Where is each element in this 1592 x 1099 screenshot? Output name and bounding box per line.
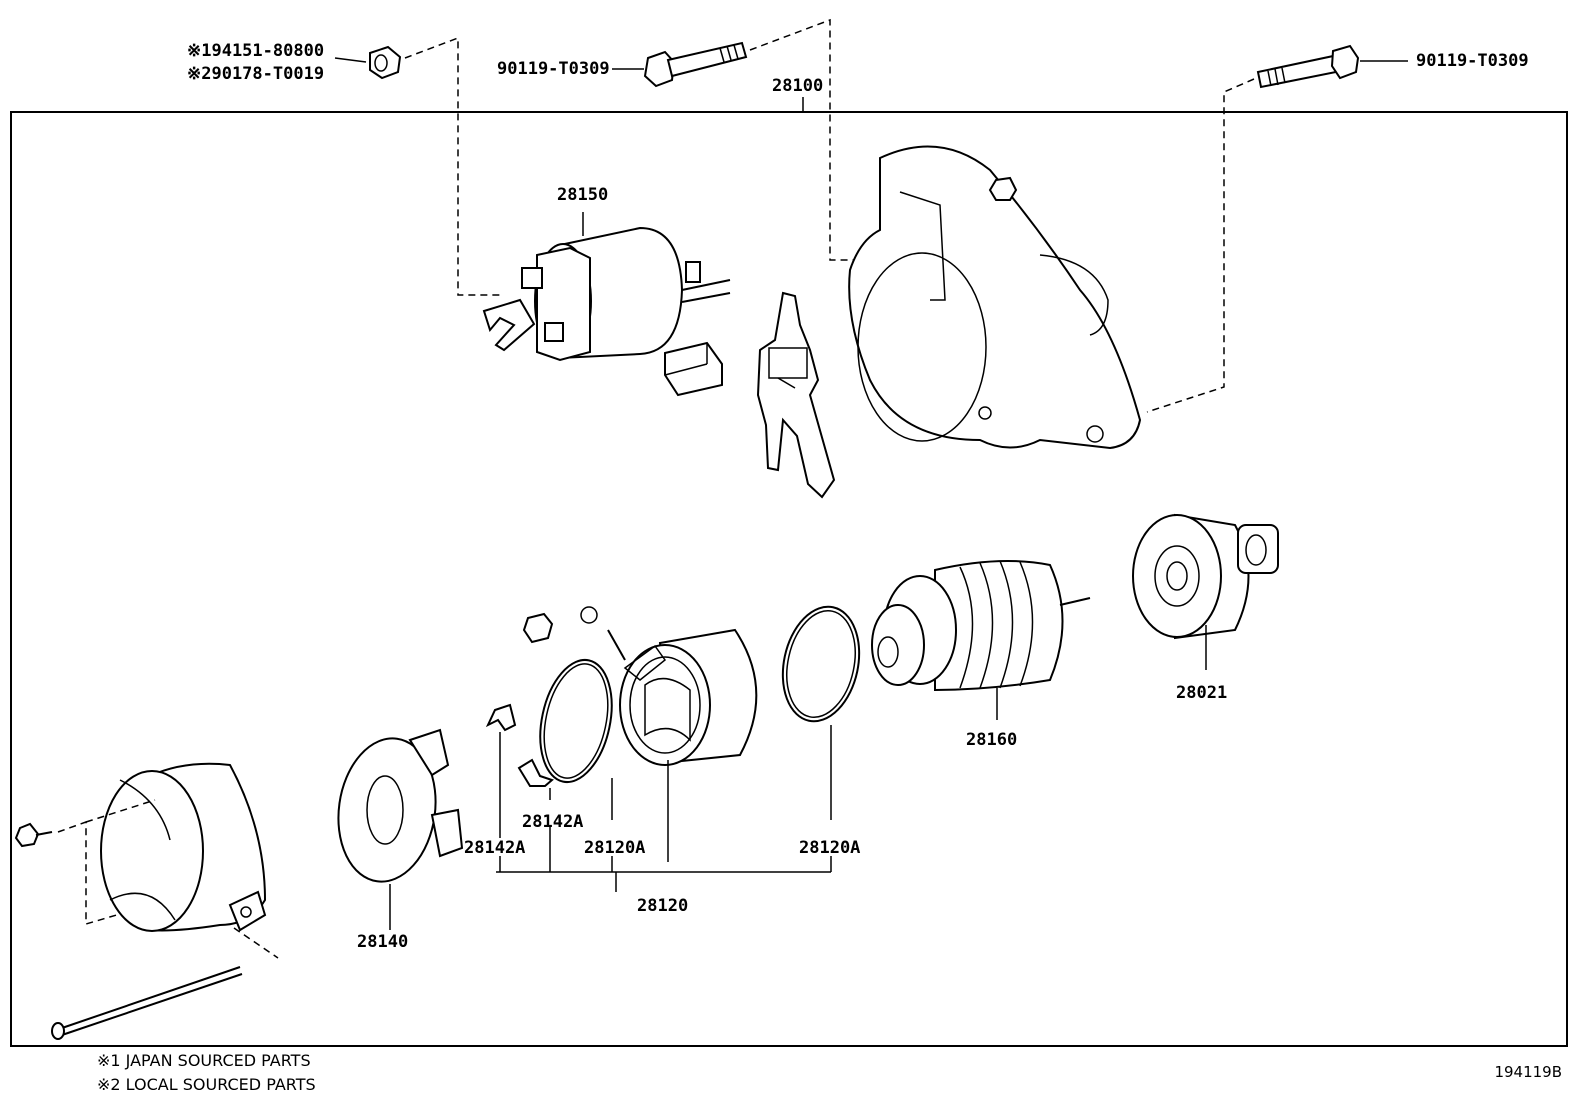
illustration-id: 194119B bbox=[1494, 1063, 1562, 1081]
assembly-frame bbox=[10, 111, 1568, 1047]
callout-brush-spring-1: 28142A bbox=[464, 838, 526, 858]
callout-nut-local: ※290178-T0019 bbox=[187, 64, 325, 84]
end-cover-drawing bbox=[14, 762, 279, 1040]
solenoid-drawing bbox=[482, 212, 731, 397]
footnote-local: ※2 LOCAL SOURCED PARTS bbox=[97, 1075, 316, 1094]
callout-yoke-oring-left: 28120A bbox=[584, 838, 646, 858]
callout-bolt-right: 90119-T0309 bbox=[1416, 51, 1529, 71]
callout-yoke-assy: 28120 bbox=[637, 896, 689, 916]
housing-drawing bbox=[848, 145, 1142, 450]
callout-nut-japan: ※194151-80800 bbox=[187, 41, 325, 61]
callout-armature: 28160 bbox=[966, 730, 1018, 750]
top-nut-drawing bbox=[334, 36, 500, 296]
oring-drawings bbox=[539, 605, 861, 820]
set-bracket bbox=[496, 826, 832, 892]
yoke-drawing bbox=[522, 606, 758, 862]
callout-brush-holder: 28140 bbox=[357, 932, 409, 952]
armature-drawing bbox=[871, 560, 1091, 720]
callout-clutch: 28021 bbox=[1176, 683, 1228, 703]
footnote-japan: ※1 JAPAN SOURCED PARTS bbox=[97, 1051, 311, 1070]
callout-bolt-left: 90119-T0309 bbox=[497, 59, 610, 79]
brush-holder-drawing bbox=[337, 728, 464, 930]
clutch-drawing bbox=[1132, 513, 1279, 670]
callout-starter-assy: 28100 bbox=[772, 76, 824, 96]
callout-yoke-oring-right: 28120A bbox=[799, 838, 861, 858]
brush-spring-drawings bbox=[485, 703, 554, 838]
callout-brush-spring-2: 28142A bbox=[522, 812, 584, 832]
right-bolt-drawing bbox=[1146, 44, 1408, 413]
left-bolt-drawing bbox=[612, 18, 860, 261]
callout-solenoid: 28150 bbox=[557, 185, 609, 205]
shift-lever-drawing bbox=[756, 291, 836, 499]
